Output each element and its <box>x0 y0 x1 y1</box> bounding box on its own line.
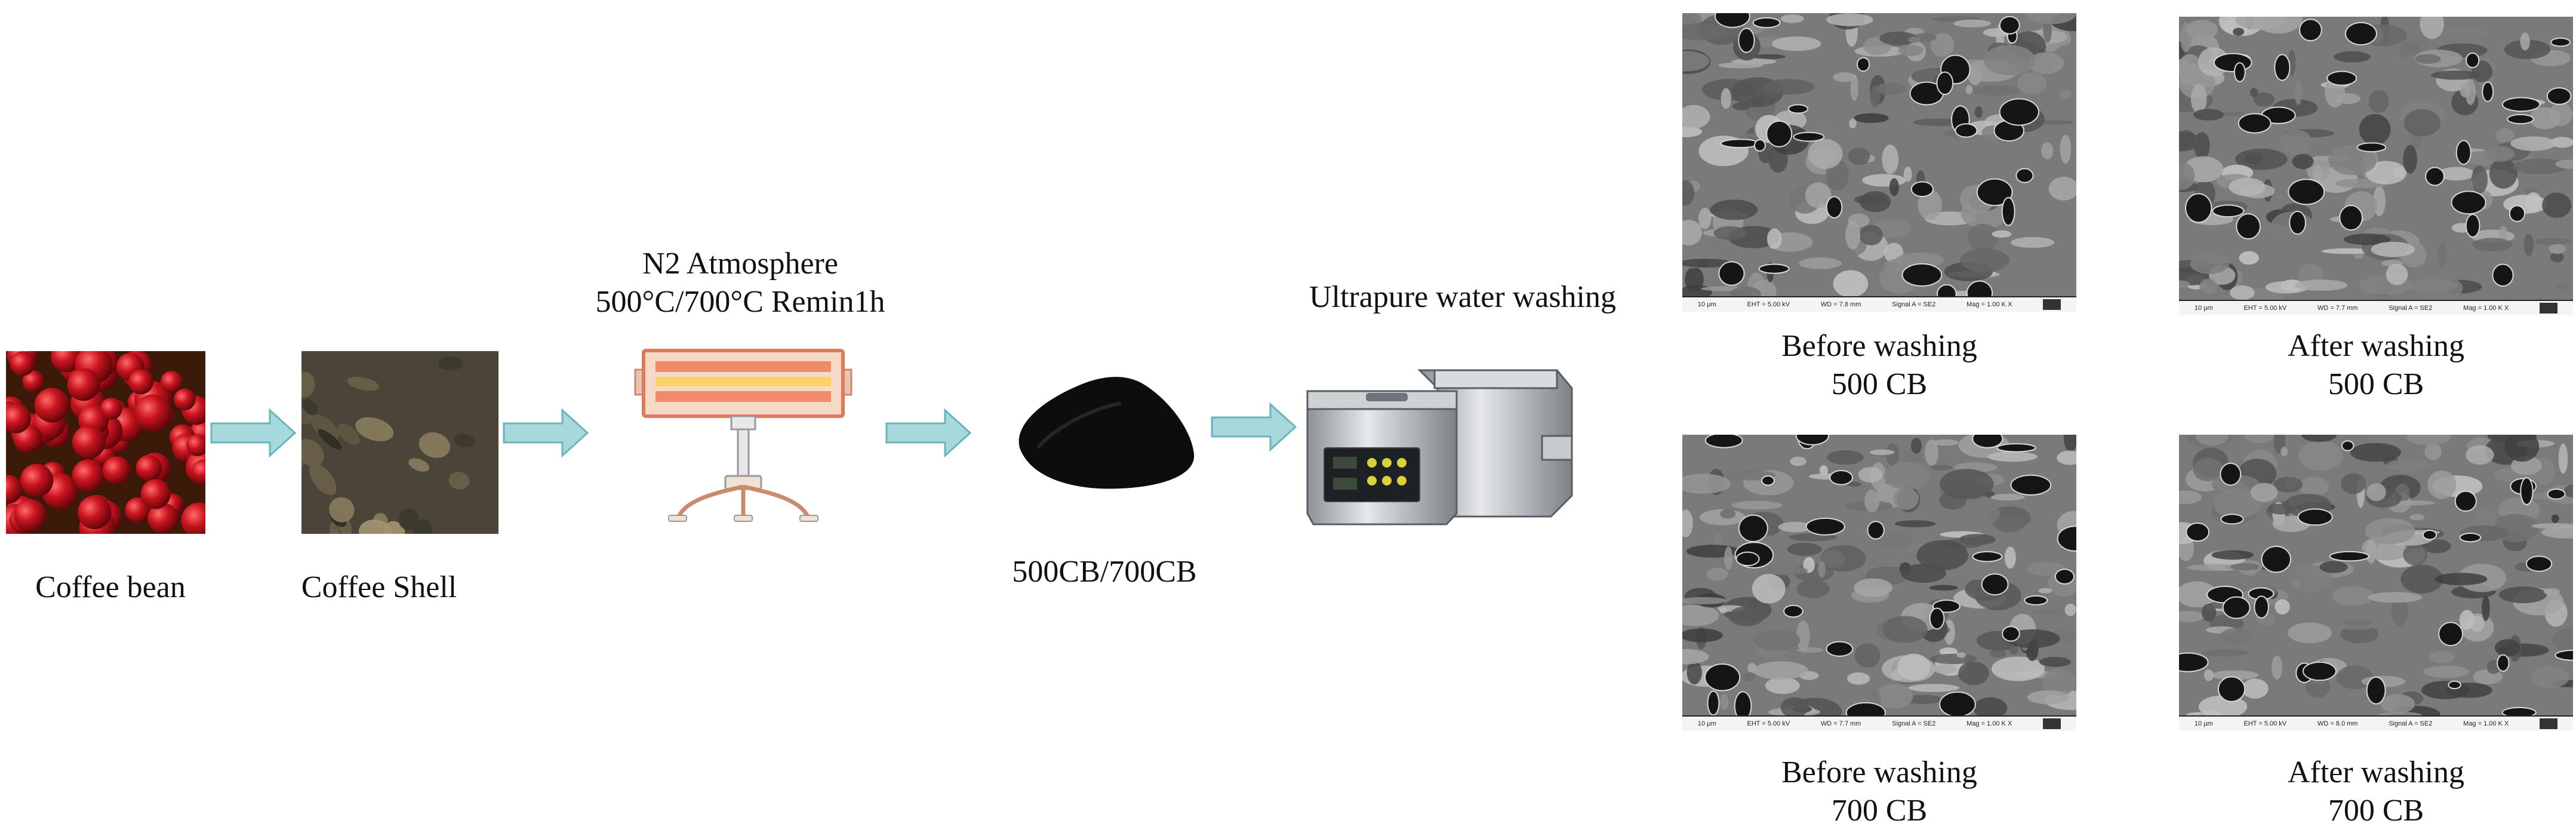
biochar-label: 500CB/700CB <box>1012 555 1197 589</box>
arrow-4 <box>1211 402 1297 452</box>
biochar-powder-icon <box>1018 377 1195 489</box>
coffee-shell-photo <box>301 351 498 534</box>
washing-label: Ultrapure water washing <box>1309 280 1617 314</box>
coffee-shell-label: Coffee Shell <box>301 570 457 604</box>
arrow-1 <box>210 408 296 458</box>
pyrolysis-label: N2 Atmosphere 500°C/700°C Remin1h <box>573 245 907 321</box>
coffee-bean-label: Coffee bean <box>35 570 186 604</box>
pyrolysis-atmosphere: N2 Atmosphere <box>642 247 838 281</box>
arrow-2 <box>503 408 589 458</box>
pyrolysis-condition: 500°C/700°C Remin1h <box>595 285 885 319</box>
heater-icon <box>634 349 852 522</box>
ultrasonic-cleaner-icon <box>1306 369 1573 525</box>
arrow-3 <box>885 408 971 458</box>
coffee-bean-photo <box>6 351 205 534</box>
